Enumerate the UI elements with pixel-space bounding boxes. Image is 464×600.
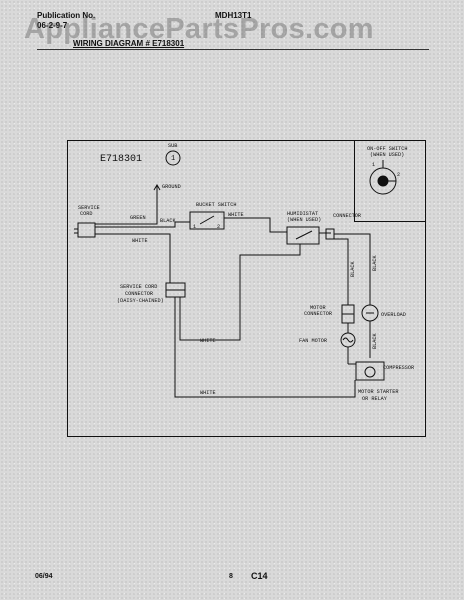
diagram-title: WIRING DIAGRAM # E718301 (73, 39, 185, 48)
white-wire-top (224, 217, 287, 233)
diagram-code: E718301 (100, 154, 142, 165)
humidistat-label-2: (WHEN USED) (287, 217, 321, 223)
motor-starter-label-2: OR RELAY (362, 396, 388, 402)
inset-terminal-1: 1 (372, 162, 375, 168)
cord-connector-label-1: SERVICE CORD (120, 284, 157, 290)
service-cord-label-2: CORD (80, 211, 92, 217)
green-wire (95, 212, 158, 225)
overload-label: OVERLOAD (381, 312, 406, 318)
white-wire-label-4: WHITE (200, 390, 216, 396)
compressor (355, 361, 385, 381)
white-wire-cord (95, 233, 171, 283)
black-wire-label-3: BLACK (372, 255, 378, 271)
inset-title-2: (WHEN USED) (370, 152, 404, 158)
footer-date: 06/94 (35, 573, 53, 580)
black-wire-label-4: BLACK (372, 333, 378, 349)
header-rule (37, 49, 429, 50)
footer-page: 8 (229, 573, 233, 580)
fan-motor-label: FAN MOTOR (299, 338, 327, 344)
white-wire-label-2: WHITE (228, 212, 244, 218)
white-wire-fan (179, 244, 301, 341)
bucket-switch-label: BUCKET SWITCH (196, 202, 236, 208)
ground-label: GROUND (162, 184, 181, 190)
inset-title-1: ON-OFF SWITCH (367, 146, 407, 152)
footer-code: C14 (251, 571, 268, 581)
sub-badge (165, 150, 181, 166)
bucket-terminal-1: 1 (193, 224, 196, 230)
humidistat (286, 226, 320, 245)
service-cord-plug-icon (77, 222, 96, 238)
black-wire-1 (95, 221, 190, 228)
service-cord-label-1: SERVICE (78, 205, 100, 211)
diagram-frame (67, 140, 426, 437)
green-wire-label: GREEN (130, 215, 146, 221)
model-number: MDH13T1 (215, 11, 252, 20)
black-wire-motor (331, 238, 349, 305)
compressor-label: COMPRESSOR (383, 365, 414, 371)
white-wire-label-3: WHITE (200, 338, 216, 344)
white-wire-label-1: WHITE (132, 238, 148, 244)
white-wire-bottom (174, 297, 356, 398)
sub-number: 1 (171, 155, 175, 163)
motor-starter-label-1: MOTOR STARTER (358, 389, 398, 395)
motor-connector-label-1: MOTOR (310, 305, 326, 311)
black-wire-label: BLACK (160, 218, 176, 224)
black-wire-overload (334, 233, 371, 305)
bucket-terminal-2: 2 (217, 224, 220, 230)
inset-terminal-2: 2 (397, 172, 400, 178)
sub-label: SUB (168, 143, 177, 149)
connector-label: CONNECTOR (333, 213, 361, 219)
black-wire-label-2: BLACK (350, 261, 356, 277)
watermark: AppliancePartsPros.com (24, 13, 374, 45)
publication-label: Publication No. (37, 11, 96, 20)
humidistat-label-1: HUMIDISTAT (287, 211, 318, 217)
connector (325, 228, 335, 240)
bucket-switch (189, 211, 225, 230)
on-off-switch-inset (354, 140, 426, 222)
ground-arrow-icon (153, 184, 161, 191)
cord-connector-label-3: (DAISY-CHAINED) (117, 298, 164, 304)
motor-connector-label-2: CONNECTOR (304, 311, 332, 317)
publication-number: 06-2-9-7 (37, 21, 68, 30)
cord-connector-label-2: CONNECTOR (125, 291, 153, 297)
